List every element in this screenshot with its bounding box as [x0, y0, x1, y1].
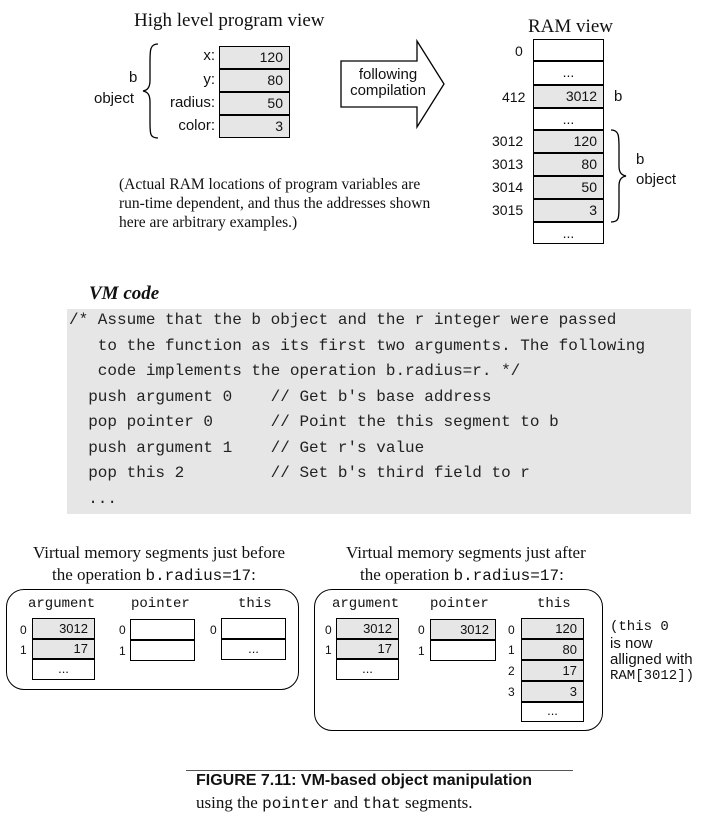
arrow-text-compilation: compilation	[350, 82, 426, 99]
before-this-title: this	[238, 596, 272, 612]
ram-addr-3014: 3014	[492, 179, 524, 195]
ram-addr-0: 0	[515, 43, 523, 59]
ram-addr-412: 412	[502, 89, 526, 105]
before-arg-ellipsis: ...	[32, 659, 95, 680]
vm-code-heading: VM code	[89, 283, 160, 304]
ram-cell-ellipsis-1: ...	[533, 61, 604, 85]
after-this-0: 120	[521, 618, 584, 639]
arrow-text-following: following	[358, 66, 418, 83]
after-this-title: this	[537, 596, 571, 612]
compilation-arrow	[340, 39, 445, 129]
after-ptr-idx-1: 1	[418, 644, 425, 658]
after-note-4: RAM[3012])	[610, 668, 695, 684]
left-brace	[142, 43, 159, 139]
code-line-7: pop this 2 // Set b's third field to r	[69, 464, 530, 482]
object-label: object	[94, 90, 135, 107]
ram-b-label: b	[614, 88, 623, 105]
after-caption-2: the operation b.radius=17:	[360, 565, 564, 585]
after-this-idx-2: 2	[508, 664, 515, 678]
before-caption-1: Virtual memory segments just before	[33, 543, 286, 562]
before-ptr-idx-1: 1	[119, 644, 126, 658]
field-value-color: 3	[219, 115, 290, 138]
after-arg-1: 17	[336, 639, 399, 659]
before-this-ellipsis: ...	[221, 639, 286, 660]
before-arg-0: 3012	[32, 618, 95, 639]
code-line-3: code implements the operation b.radius=r…	[69, 362, 521, 380]
after-arg-0: 3012	[336, 618, 399, 639]
after-caption-1: Virtual memory segments just after	[346, 543, 586, 562]
high-level-title: High level program view	[134, 10, 325, 31]
ram-cell-3012: 120	[533, 130, 604, 153]
before-arg-idx-0: 0	[20, 623, 27, 637]
code-line-6: push argument 1 // Get r's value	[69, 439, 425, 457]
before-this-0	[221, 618, 286, 639]
ram-addr-3013: 3013	[492, 156, 524, 172]
ram-cell-ellipsis-2: ...	[533, 108, 604, 130]
field-value-radius: 50	[219, 92, 290, 115]
before-argument-title: argument	[28, 596, 96, 612]
field-name-color: color:	[178, 117, 215, 134]
field-name-y: y:	[203, 71, 215, 88]
after-this-2: 17	[521, 660, 584, 681]
after-argument-title: argument	[332, 596, 400, 612]
field-name-x: x:	[203, 47, 215, 64]
after-this-idx-1: 1	[508, 643, 515, 657]
after-arg-idx-1: 1	[325, 643, 332, 657]
after-ptr-1	[430, 640, 496, 661]
code-line-4: push argument 0 // Get b's base address	[69, 388, 492, 406]
ram-cell-412: 3012	[533, 85, 604, 108]
after-this-1: 80	[521, 639, 584, 660]
ram-object-label: object	[636, 171, 677, 188]
code-block	[67, 309, 691, 514]
code-line-8: ...	[69, 490, 118, 508]
ram-addr-3015: 3015	[492, 202, 524, 218]
after-pointer-title: pointer	[430, 596, 489, 612]
before-ptr-idx-0: 0	[119, 623, 126, 637]
field-value-y: 80	[219, 69, 290, 92]
before-arg-idx-1: 1	[20, 643, 27, 657]
code-line-5: pop pointer 0 // Point the this segment …	[69, 413, 559, 431]
before-this-idx-0: 0	[210, 623, 217, 637]
field-value-x: 120	[219, 46, 290, 69]
after-note-2: is now	[610, 635, 653, 652]
after-ptr-0: 3012	[430, 619, 496, 640]
before-pointer-title: pointer	[131, 596, 190, 612]
after-panel	[314, 589, 603, 731]
b-label: b	[129, 69, 138, 86]
figure-label: FIGURE 7.11: VM-based object manipulatio…	[196, 772, 533, 789]
code-line-2: to the function as its first two argumen…	[69, 337, 646, 355]
caption-rule	[186, 770, 573, 771]
ram-addr-3012: 3012	[492, 133, 524, 149]
after-arg-ellipsis: ...	[336, 659, 399, 680]
code-line-1: /* Assume that the b object and the r in…	[69, 311, 617, 329]
after-this-ellipsis: ...	[521, 702, 584, 722]
ram-cell-0	[533, 39, 604, 61]
after-this-3: 3	[521, 681, 584, 702]
ram-title: RAM view	[528, 16, 613, 37]
after-ptr-idx-0: 0	[418, 623, 425, 637]
field-name-radius: radius:	[169, 94, 215, 111]
note-line-3: here are arbitrary examples.)	[119, 214, 298, 231]
after-arg-idx-0: 0	[325, 623, 332, 637]
before-ptr-1	[130, 640, 195, 661]
before-caption-2: the operation b.radius=17:	[52, 565, 256, 585]
figure-subcaption: using the pointer and that segments.	[196, 793, 473, 813]
ram-cell-ellipsis-3: ...	[533, 222, 604, 244]
after-this-idx-0: 0	[508, 623, 515, 637]
before-arg-1: 17	[32, 639, 95, 659]
before-ptr-0	[130, 619, 195, 640]
ram-cell-3015: 3	[533, 199, 604, 222]
ram-cell-3013: 80	[533, 153, 604, 176]
after-note-3: alligned with	[610, 651, 693, 668]
ram-cell-3014: 50	[533, 176, 604, 199]
after-this-idx-3: 3	[508, 685, 515, 699]
ram-object-b-label: b	[636, 151, 645, 168]
right-brace	[610, 129, 627, 223]
before-panel	[6, 589, 299, 690]
note-line-2: run-time dependent, and thus the address…	[119, 195, 431, 212]
after-note-1: (this 0	[610, 619, 669, 635]
note-line-1: (Actual RAM locations of program variabl…	[119, 176, 421, 193]
